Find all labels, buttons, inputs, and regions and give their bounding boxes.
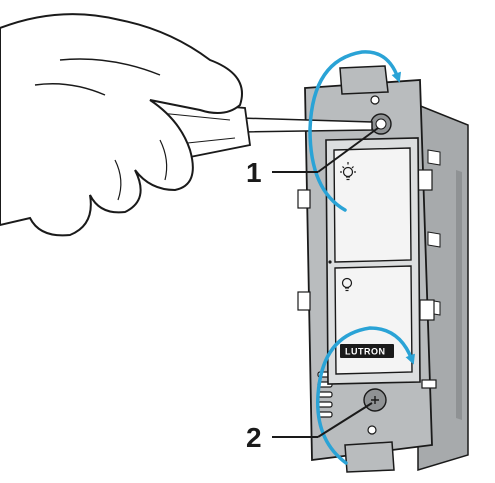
light-bulb-off-icon [341, 277, 353, 292]
light-bulb-on-icon [340, 162, 356, 181]
dimmer-switch: LUTRON [325, 137, 421, 385]
brand-label: LUTRON [345, 347, 386, 357]
callout-2: 2 [246, 402, 373, 453]
on-button [333, 147, 412, 263]
callout-2-label: 2 [246, 422, 262, 453]
callout-1-label: 1 [246, 157, 262, 188]
callout-1: 1 [246, 127, 379, 188]
bottom-screw [363, 388, 387, 412]
hand-illustration [0, 13, 243, 237]
top-rotation-arrow [308, 50, 402, 212]
